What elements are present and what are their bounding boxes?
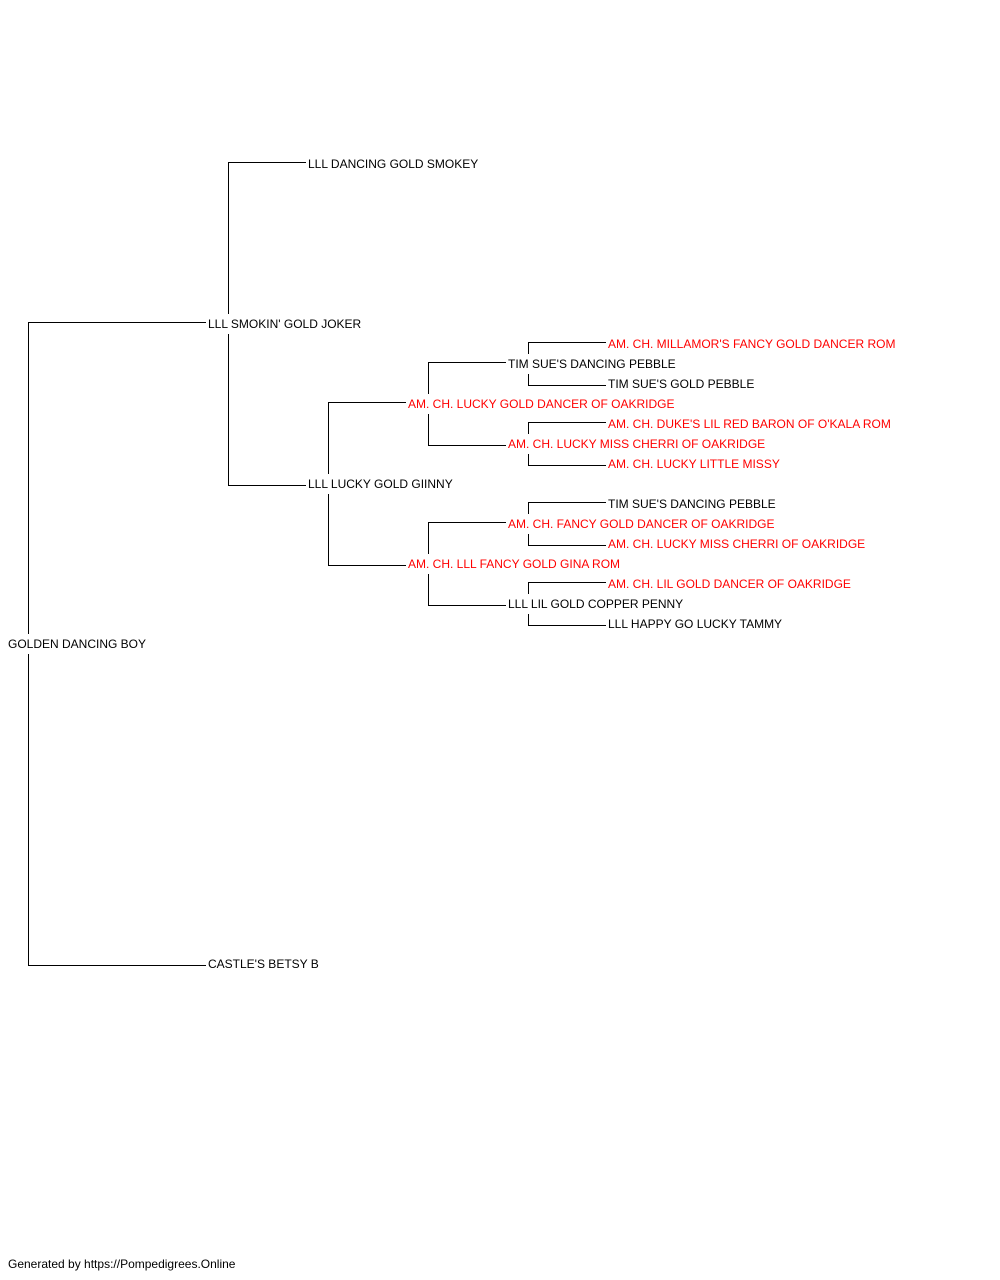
pedigree-node-sdds: AM. CH. FANCY GOLD DANCER OF OAKRIDGE: [508, 517, 774, 531]
pedigree-node-sddss: TIM SUE'S DANCING PEBBLE: [608, 497, 776, 511]
pedigree-node-sdsd: AM. CH. LUCKY MISS CHERRI OF OAKRIDGE: [508, 437, 765, 451]
pedigree-node-sire: LLL SMOKIN' GOLD JOKER: [208, 317, 362, 331]
footer-credit: Generated by https://Pompedigrees.Online: [8, 1257, 236, 1271]
pedigree-node-sire-sire: LLL DANCING GOLD SMOKEY: [308, 157, 478, 171]
pedigree-node-sddds: AM. CH. LIL GOLD DANCER OF OAKRIDGE: [608, 577, 851, 591]
pedigree-labels: GOLDEN DANCING BOY LLL SMOKIN' GOLD JOKER…: [8, 157, 895, 971]
pedigree-node-sdss: TIM SUE'S DANCING PEBBLE: [508, 357, 676, 371]
pedigree-node-sddsd: AM. CH. LUCKY MISS CHERRI OF OAKRIDGE: [608, 537, 865, 551]
pedigree-node-dam: CASTLE'S BETSY B: [208, 957, 319, 971]
pedigree-connectors: [28, 162, 606, 966]
pedigree-node-sire-dam: LLL LUCKY GOLD GIINNY: [308, 477, 453, 491]
pedigree-node-sdsdd: AM. CH. LUCKY LITTLE MISSY: [608, 457, 780, 471]
pedigree-node-subject: GOLDEN DANCING BOY: [8, 637, 146, 651]
pedigree-node-sire-dam-sire: AM. CH. LUCKY GOLD DANCER OF OAKRIDGE: [408, 397, 675, 411]
pedigree-node-sdddd: LLL HAPPY GO LUCKY TAMMY: [608, 617, 782, 631]
pedigree-node-sddd: LLL LIL GOLD COPPER PENNY: [508, 597, 683, 611]
pedigree-node-sire-dam-dam: AM. CH. LLL FANCY GOLD GINA ROM: [408, 557, 620, 571]
pedigree-node-sdssd: TIM SUE'S GOLD PEBBLE: [608, 377, 754, 391]
pedigree-node-sdsss: AM. CH. MILLAMOR'S FANCY GOLD DANCER ROM: [608, 337, 895, 351]
pedigree-node-sdsds: AM. CH. DUKE'S LIL RED BARON OF O'KALA R…: [608, 417, 891, 431]
